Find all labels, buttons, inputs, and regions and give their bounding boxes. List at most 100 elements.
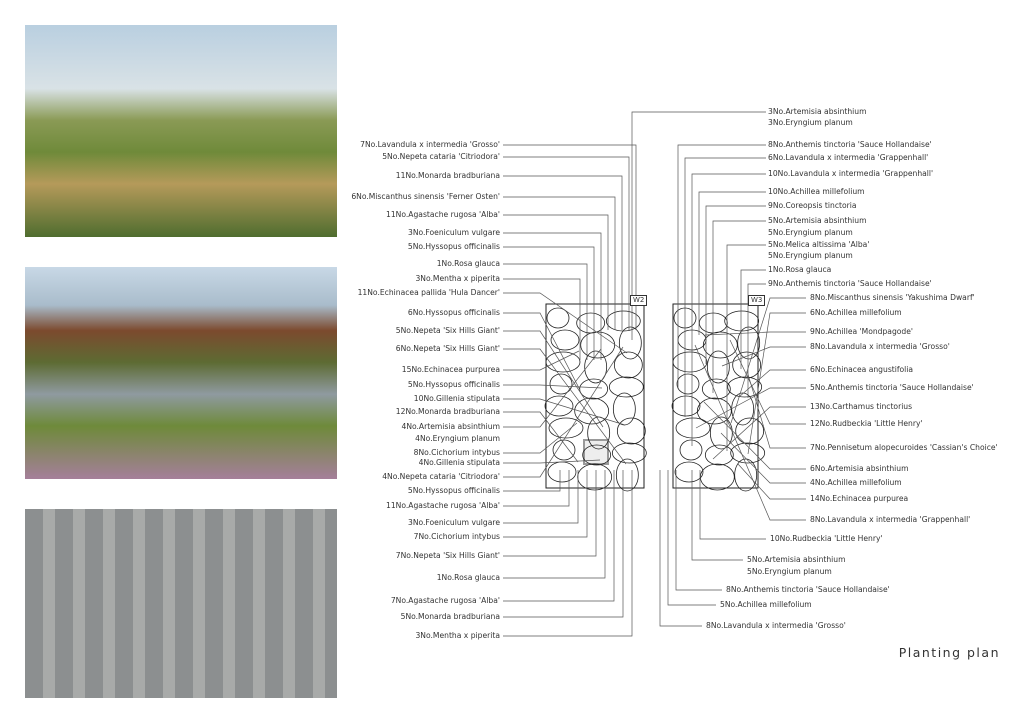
leader-line bbox=[746, 370, 806, 449]
plant-label: 10No.Gillenia stipulata bbox=[413, 394, 500, 403]
plant-label: 5No.Monarda bradburiana bbox=[400, 612, 500, 621]
plant-label: 6No.Lavandula x intermedia 'Grappenhall' bbox=[768, 153, 929, 162]
leader-line bbox=[704, 331, 806, 336]
plant-label: 8No.Anthemis tinctoria 'Sauce Hollandais… bbox=[726, 585, 890, 594]
leader-line bbox=[503, 330, 604, 428]
plant-label: 5No.Hyssopus officinalis bbox=[407, 242, 500, 251]
plant-label: 6No.Nepeta 'Six Hills Giant' bbox=[395, 344, 500, 353]
leader-line bbox=[691, 173, 766, 446]
leader-line bbox=[503, 144, 637, 330]
planting-drift bbox=[612, 392, 636, 426]
planting-drift bbox=[709, 416, 733, 450]
plant-label: 3No.Mentha x piperita bbox=[415, 631, 500, 640]
planting-drift bbox=[618, 326, 642, 360]
plant-label: 10No.Achillea millefolium bbox=[768, 187, 865, 196]
plant-label: 7No.Pennisetum alopecuroides 'Cassian's … bbox=[810, 443, 998, 452]
leader-line bbox=[738, 369, 806, 398]
plant-label: 6No.Artemisia absinthium bbox=[810, 464, 909, 473]
plant-label: 11No.Agastache rugosa 'Alba' bbox=[386, 210, 500, 219]
leader-line bbox=[503, 470, 570, 507]
leader-line bbox=[503, 348, 602, 428]
plant-label: 5No.Artemisia absinthium bbox=[747, 555, 846, 564]
plant-label: 5No.Artemisia absinthium bbox=[768, 216, 867, 225]
plant-label: 11No.Agastache rugosa 'Alba' bbox=[386, 501, 500, 510]
leader-line bbox=[503, 470, 561, 492]
plant-label: 10No.Rudbeckia 'Little Henry' bbox=[770, 534, 883, 543]
leader-line bbox=[703, 401, 806, 470]
leader-line bbox=[503, 459, 601, 464]
leader-line bbox=[740, 269, 766, 369]
leader-line bbox=[747, 283, 766, 398]
leader-line bbox=[503, 312, 581, 391]
planting-drift bbox=[674, 461, 704, 483]
leader-line bbox=[503, 470, 615, 602]
planting-drift bbox=[547, 461, 577, 483]
leader-line bbox=[699, 470, 766, 540]
plant-label: 8No.Lavandula x intermedia 'Grappenhall' bbox=[810, 515, 971, 524]
planting-drift bbox=[579, 378, 609, 400]
leader-line bbox=[503, 246, 595, 360]
planting-drift bbox=[672, 351, 708, 373]
leader-line bbox=[737, 463, 806, 500]
garden-house-photo bbox=[25, 267, 337, 479]
bed-w2 bbox=[545, 303, 645, 489]
planting-drift bbox=[696, 397, 732, 425]
plant-label: 12No.Rudbeckia 'Little Henry' bbox=[810, 419, 923, 428]
leader-line bbox=[705, 205, 766, 364]
leader-line bbox=[503, 292, 628, 354]
planting-drift bbox=[701, 378, 731, 400]
plant-label: 15No.Echinacea purpurea bbox=[401, 365, 500, 374]
bed-w2-tag: W2 bbox=[630, 295, 648, 306]
leader-line bbox=[691, 470, 743, 561]
leader-line bbox=[503, 156, 630, 330]
planting-drift bbox=[550, 329, 580, 351]
plant-label: 4No.Artemisia absinthium bbox=[401, 422, 500, 431]
leader-line bbox=[631, 111, 766, 340]
plant-label: 12No.Monarda bradburiana bbox=[395, 407, 500, 416]
leader-line bbox=[503, 214, 609, 330]
planting-drift bbox=[552, 439, 576, 461]
plant-label: 8No.Miscanthus sinensis 'Yakushima Dwarf… bbox=[810, 293, 975, 302]
plant-label: 3No.Artemisia absinthium bbox=[768, 107, 867, 116]
plant-label: 10No.Lavandula x intermedia 'Grappenhall… bbox=[768, 169, 934, 178]
leader-line bbox=[503, 348, 627, 465]
planting-drift bbox=[732, 351, 762, 379]
plant-label: 8No.Cichorium intybus bbox=[413, 448, 500, 457]
planting-drift bbox=[580, 331, 616, 359]
plant-label: 5No.Nepeta 'Six Hills Giant' bbox=[395, 326, 500, 335]
planting-drift bbox=[608, 376, 644, 398]
leader-line bbox=[503, 422, 578, 454]
planting-drift bbox=[576, 312, 606, 334]
plant-label: 7No.Agastache rugosa 'Alba' bbox=[390, 596, 500, 605]
leader-line bbox=[503, 346, 624, 478]
aerial-site-photo bbox=[25, 509, 337, 698]
leader-line bbox=[747, 312, 806, 455]
planting-drift bbox=[613, 351, 643, 379]
planting-drift bbox=[577, 463, 613, 491]
plant-label: 6No.Echinacea angustifolia bbox=[810, 365, 914, 374]
plant-label: 5No.Hyssopus officinalis bbox=[407, 486, 500, 495]
leader-line bbox=[659, 470, 702, 627]
planting-drift bbox=[616, 417, 646, 445]
leader-line bbox=[675, 470, 722, 591]
planting-drift bbox=[611, 442, 647, 464]
bed-w3-tag: W3 bbox=[748, 295, 766, 306]
planting-drift bbox=[545, 351, 581, 373]
plant-label: 3No.Mentha x piperita bbox=[415, 274, 500, 283]
planting-drift bbox=[679, 439, 703, 461]
leader-line bbox=[503, 278, 581, 360]
plant-label: 3No.Eryngium planum bbox=[768, 118, 853, 127]
leader-line bbox=[721, 346, 806, 367]
planting-drift bbox=[702, 331, 738, 359]
leader-line bbox=[720, 432, 806, 484]
plant-label: 8No.Anthemis tinctoria 'Sauce Hollandais… bbox=[768, 140, 932, 149]
planting-drift bbox=[704, 444, 734, 466]
plant-label: 3No.Foeniculum vulgare bbox=[407, 228, 500, 237]
planting-drift bbox=[675, 417, 711, 439]
leader-line bbox=[503, 384, 603, 389]
planting-drift bbox=[546, 307, 570, 329]
plant-label: 1No.Rosa glauca bbox=[436, 259, 500, 268]
plant-label: 13No.Carthamus tinctorius bbox=[810, 402, 913, 411]
plant-label: 9No.Coreopsis tinctoria bbox=[768, 201, 857, 210]
